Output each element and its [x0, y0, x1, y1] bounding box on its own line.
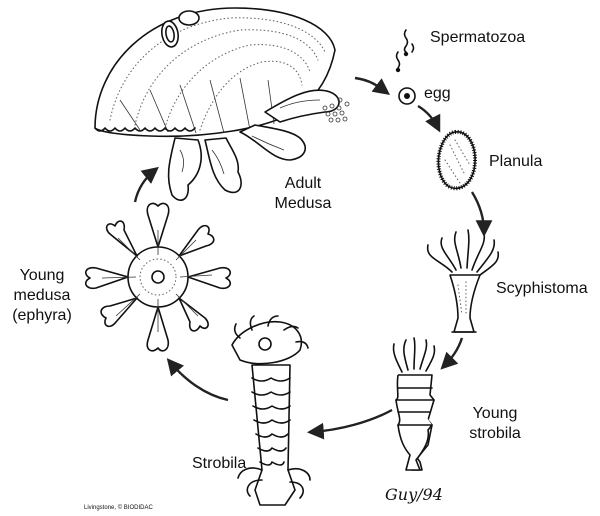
arrow-egg-to-planula	[417, 104, 441, 133]
arrow-medusa-to-egg	[354, 76, 391, 96]
arrow-scyphistoma-to-young-strobila	[440, 337, 464, 370]
planula-illustration	[436, 129, 477, 191]
label-egg: egg	[424, 85, 451, 102]
label-young-medusa-line2: medusa	[14, 287, 71, 304]
artist-signature: Guy/94	[385, 485, 443, 504]
spermatozoa-illustration	[395, 29, 415, 73]
arrow-planula-to-scyphistoma	[470, 191, 493, 238]
ephyra-illustration	[84, 202, 232, 352]
label-scyphistoma: Scyphistoma	[496, 280, 588, 297]
egg-illustration	[398, 87, 416, 105]
label-adult-medusa-line1: Adult	[285, 175, 322, 192]
adult-medusa-illustration	[94, 7, 350, 201]
young-strobila-illustration	[392, 337, 436, 471]
strobila-illustration	[231, 315, 311, 506]
arrow-ephyra-to-medusa	[133, 166, 159, 203]
arrow-strobila-to-ephyra	[166, 358, 229, 402]
label-young-medusa-line3: (ephyra)	[12, 307, 72, 324]
arrow-young-strobila-to-strobila	[306, 408, 393, 440]
scyphistoma-illustration	[426, 229, 500, 333]
label-adult-medusa-line2: Medusa	[275, 195, 332, 212]
label-planula: Planula	[489, 153, 542, 170]
credit-text: Livingstone, © BIODIDAC	[84, 504, 153, 511]
label-strobila: Strobila	[192, 455, 246, 472]
label-young-strobila-line2: strobila	[469, 425, 521, 442]
label-young-medusa-line1: Young	[20, 267, 65, 284]
label-young-strobila-line1: Young	[473, 405, 518, 422]
label-spermatozoa: Spermatozoa	[430, 29, 525, 46]
cycle-arrows	[133, 76, 493, 440]
